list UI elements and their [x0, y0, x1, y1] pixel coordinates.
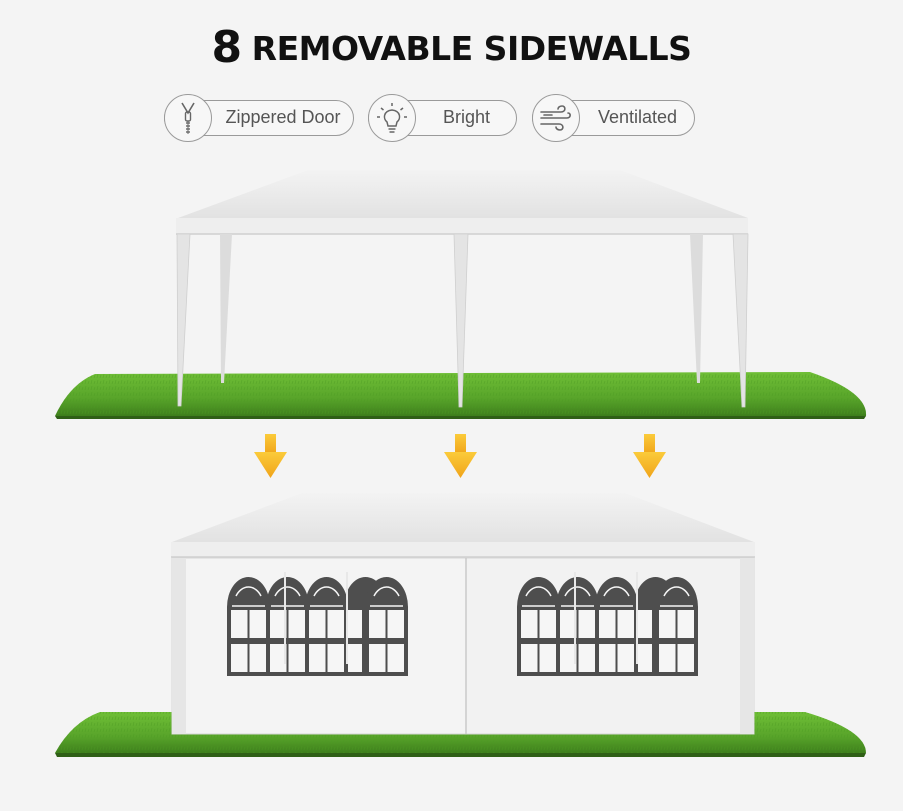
down-arrow-icon: [254, 434, 287, 478]
tent-frame-top: [176, 170, 749, 408]
feature-zippered-door: Zippered Door: [164, 94, 354, 142]
title-text: REMOVABLE SIDEWALLS: [251, 29, 692, 68]
wind-icon: [532, 94, 580, 142]
feature-bright: Bright: [368, 94, 517, 142]
zipper-icon: [164, 94, 212, 142]
down-arrow-icon: [633, 434, 666, 478]
feature-ventilated: Ventilated: [532, 94, 695, 142]
feature-label: Ventilated: [597, 107, 678, 127]
feature-label: Zippered Door: [225, 107, 341, 127]
down-arrow-icon: [444, 434, 477, 478]
feature-label: Bright: [442, 107, 491, 127]
tent-with-sidewalls: [171, 493, 755, 735]
sidewall-windows-left: [227, 572, 408, 676]
down-arrows: [254, 434, 666, 478]
title-number: 8: [211, 22, 243, 73]
lightbulb-icon: [368, 94, 416, 142]
sidewall-windows-right: [517, 572, 698, 676]
